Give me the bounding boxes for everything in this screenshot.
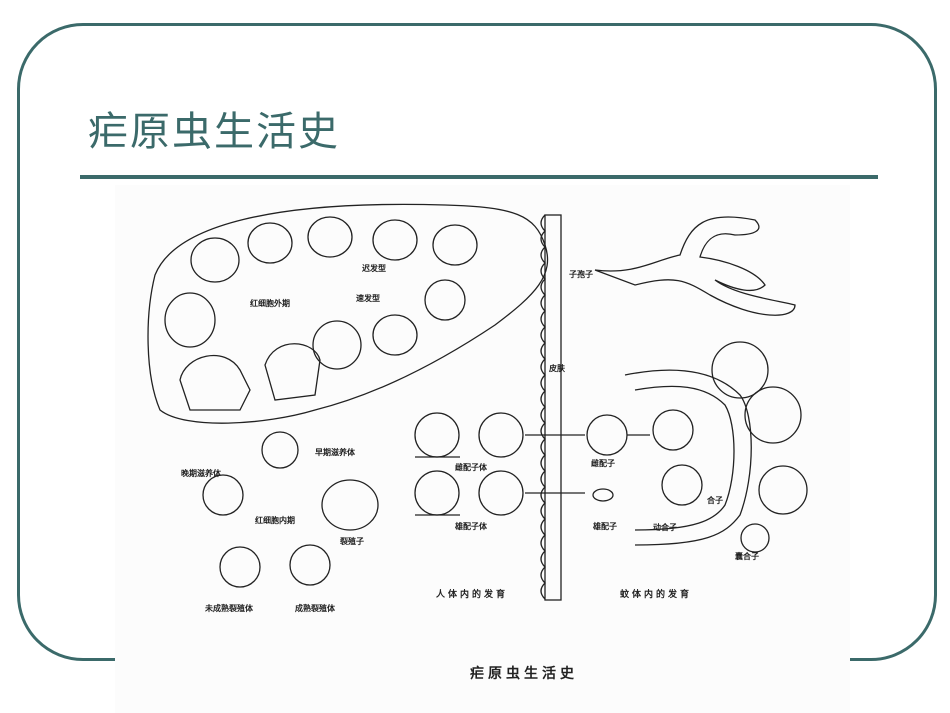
label-oocyst: 囊合子 bbox=[735, 552, 759, 561]
label-ookinete: 动合子 bbox=[653, 523, 677, 532]
section-human: 人体内的发育 bbox=[436, 590, 509, 600]
label-female-gametocyte: 雌配子体 bbox=[455, 463, 487, 472]
section-mosquito: 蚊体内的发育 bbox=[620, 590, 693, 600]
label-male-gamete: 雄配子 bbox=[593, 522, 617, 531]
label-merozoite: 裂殖子 bbox=[340, 537, 364, 546]
label-mature-schizont: 成熟裂殖体 bbox=[295, 604, 335, 613]
label-erythrocytic: 红细胞内期 bbox=[255, 516, 295, 525]
label-bradyzoite: 迟发型 bbox=[362, 264, 386, 273]
label-skin: 皮肤 bbox=[549, 364, 565, 373]
label-male-gametocyte: 雄配子体 bbox=[455, 522, 487, 531]
label-immature-schizont: 未成熟裂殖体 bbox=[205, 604, 253, 613]
label-sporozoite: 子孢子 bbox=[569, 270, 593, 279]
label-late-trophozoite: 晚期滋养体 bbox=[181, 469, 221, 478]
label-zygote: 合子 bbox=[707, 496, 723, 505]
label-early-trophozoite: 早期滋养体 bbox=[315, 448, 355, 457]
label-female-gamete: 雌配子 bbox=[591, 459, 615, 468]
title-underline bbox=[80, 175, 878, 179]
label-exoerythrocytic: 红细胞外期 bbox=[250, 299, 290, 308]
label-tachyzoite: 速发型 bbox=[356, 294, 380, 303]
life-cycle-diagram bbox=[147, 203, 808, 601]
figure-caption: 疟原虫生活史 bbox=[470, 666, 578, 682]
slide-title: 疟原虫生活史 bbox=[88, 109, 340, 155]
life-cycle-figure: 迟发型 速发型 红细胞外期 子孢子 皮肤 早期滋养体 晚期滋养体 红细胞内期 裂… bbox=[115, 185, 850, 713]
